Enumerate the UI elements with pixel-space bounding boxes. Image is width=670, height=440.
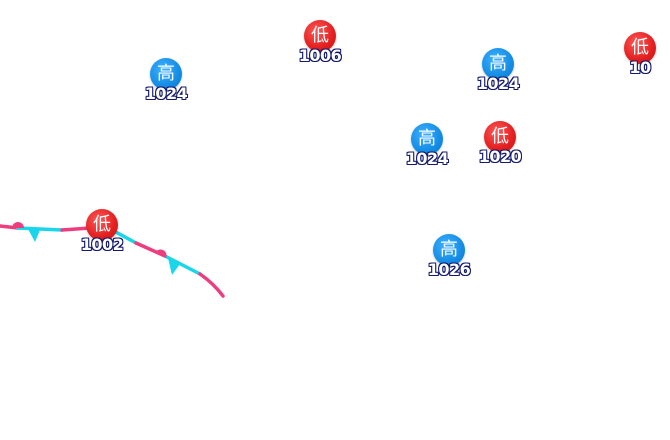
low-pressure-icon: 低	[484, 121, 516, 153]
warm-front-semicircle	[12, 222, 24, 228]
pressure-value: 1020	[478, 147, 522, 166]
low-pressure-icon: 低	[624, 32, 656, 64]
pressure-symbol: 高	[489, 53, 507, 74]
pressure-high-1024: 高 1024	[468, 48, 528, 93]
pressure-low-1006: 低 1006	[290, 20, 350, 65]
pressure-value: 10	[629, 58, 651, 77]
pressure-symbol: 高	[418, 128, 436, 149]
pressure-low-1002: 低 1002	[72, 209, 132, 254]
high-pressure-icon: 高	[433, 234, 465, 266]
pressure-high-1024: 高 1024	[397, 123, 457, 168]
pressure-symbol: 低	[491, 126, 509, 147]
pressure-value: 1024	[405, 149, 449, 168]
pressure-value: 1024	[476, 74, 520, 93]
front-segment-warm	[60, 226, 92, 232]
low-pressure-icon: 低	[86, 209, 118, 241]
high-pressure-icon: 高	[482, 48, 514, 80]
warm-front-semicircle	[155, 249, 167, 258]
pressure-high-1024: 高 1024	[136, 58, 196, 103]
high-pressure-icon: 高	[150, 58, 182, 90]
cold-front-triangle	[168, 258, 180, 275]
pressure-symbol: 高	[440, 239, 458, 260]
low-pressure-icon: 低	[304, 20, 336, 52]
pressure-low-partial: 低 10	[610, 32, 670, 77]
pressure-symbol: 低	[311, 25, 329, 46]
pressure-symbol: 低	[93, 214, 111, 235]
pressure-value: 1006	[298, 46, 342, 65]
pressure-value: 1024	[144, 84, 188, 103]
pressure-value: 1026	[427, 260, 471, 279]
front-segment-warm	[198, 272, 225, 298]
pressure-symbol: 低	[631, 37, 649, 58]
front-segment-cold	[16, 226, 64, 232]
pressure-high-1026: 高 1026	[419, 234, 479, 279]
pressure-low-1020: 低 1020	[470, 121, 530, 166]
cold-front-triangle	[28, 229, 40, 242]
front-symbols	[12, 222, 180, 275]
pressure-symbol: 高	[157, 63, 175, 84]
front-segment-cold	[163, 254, 202, 276]
pressure-value: 1002	[80, 235, 124, 254]
high-pressure-icon: 高	[411, 123, 443, 155]
